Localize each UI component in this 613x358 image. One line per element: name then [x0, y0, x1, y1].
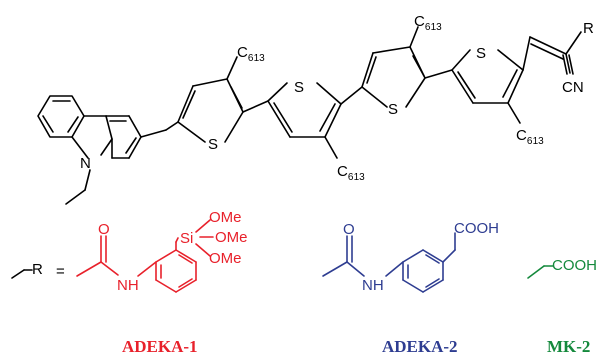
amide-nh: NH	[362, 277, 384, 294]
amide-nh: NH	[117, 277, 139, 294]
carbonyl-oxygen: O	[98, 221, 110, 238]
sulfur-atom: S	[208, 136, 218, 153]
nitrogen-atom: N	[80, 155, 91, 172]
r-group-label: R	[583, 20, 594, 37]
hexyl-substituent: C6 13	[516, 127, 544, 147]
hexyl-substituent: C6 13	[237, 44, 265, 64]
r-label: R	[32, 261, 43, 278]
mk-2-caption: MK-2	[547, 337, 590, 356]
r-definition: R =	[11, 261, 65, 280]
methoxy-top: OMe	[209, 209, 242, 226]
adeka-1-structure: O NH Si OMe OMe OMe ADEKA-1	[76, 209, 248, 356]
methoxy-middle: OMe	[215, 229, 248, 246]
adeka-2-structure: O NH COOH ADEKA-2	[322, 220, 499, 356]
methoxy-bottom: OMe	[209, 250, 242, 267]
carbonyl-oxygen: O	[343, 221, 355, 238]
carboxylic-acid-label: COOH	[552, 257, 597, 274]
silicon-atom: Si	[180, 230, 193, 247]
sulfur-atom: S	[294, 79, 304, 96]
sulfur-atom: S	[476, 45, 486, 62]
adeka-1-caption: ADEKA-1	[122, 337, 198, 356]
adeka-2-caption: ADEKA-2	[382, 337, 458, 356]
carboxylic-acid-label: COOH	[454, 220, 499, 237]
sulfur-atom: S	[388, 101, 398, 118]
thiophene-3: S C6 13	[361, 13, 442, 118]
cyano-label: CN	[562, 79, 584, 96]
carbazole-group: N	[37, 95, 179, 205]
thiophene-4: S C6 13	[451, 45, 544, 147]
cyanoacrylic-group: R CN	[522, 20, 594, 96]
hexyl-substituent: C6 13	[414, 13, 442, 33]
thiophene-1: S C6 13	[177, 44, 265, 153]
equals-sign: =	[56, 263, 65, 280]
hexyl-substituent: C6 13	[337, 163, 365, 183]
thiophene-2: S C6 13	[267, 79, 365, 183]
mk-2-structure: COOH MK-2	[527, 257, 597, 356]
